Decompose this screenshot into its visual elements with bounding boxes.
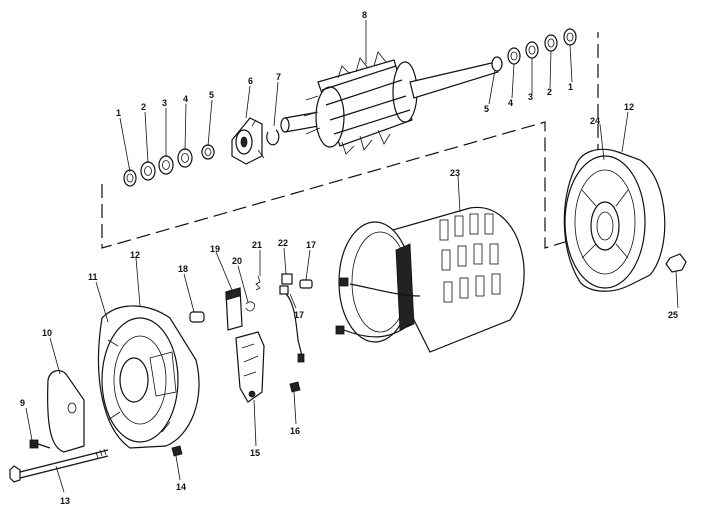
armature-part-8	[280, 51, 501, 155]
washer-4-right	[507, 47, 521, 65]
through-bolt-part-13	[9, 448, 109, 483]
nut-part-25	[665, 253, 687, 273]
switch-assembly-part-15	[235, 331, 265, 403]
callout-12-left: 12	[130, 250, 140, 260]
callout-7: 7	[276, 72, 281, 82]
wire-lead-part-17	[279, 285, 305, 363]
callout-25: 25	[668, 310, 678, 320]
washer-1-right	[563, 28, 577, 46]
callout-12-right: 12	[624, 102, 634, 112]
callout-24: 24	[590, 116, 600, 126]
washer-1-left-hole	[126, 173, 134, 183]
washer-1-right-hole	[566, 32, 574, 42]
callout-22: 22	[278, 238, 288, 248]
callout-6: 6	[248, 76, 253, 86]
callout-11: 11	[88, 272, 98, 282]
callout-2-right: 2	[547, 87, 552, 97]
washer-4-left	[177, 148, 193, 168]
part-19	[225, 287, 243, 331]
washer-4-right-hole	[510, 51, 518, 61]
retaining-ring-part-7	[266, 129, 280, 146]
washer-3-right	[525, 41, 539, 59]
screw-part-14	[171, 445, 183, 457]
callout-9: 9	[20, 398, 25, 408]
washer-2-left-hole	[144, 166, 152, 176]
callout-18: 18	[178, 264, 188, 274]
washer-3-left-hole	[162, 160, 170, 170]
callout-labels: 1 2 3 4 5 6 7 8 5 4 3 2 1 24 12 23 19 21…	[20, 10, 678, 506]
right-washer-stack	[491, 28, 577, 72]
washer-2-left	[140, 161, 156, 181]
callout-23: 23	[450, 168, 460, 178]
part-18	[189, 311, 205, 323]
washer-5-right	[491, 56, 503, 72]
connector-part-17-upper	[299, 279, 313, 289]
frame-vent-slots	[439, 213, 501, 303]
callout-1-left: 1	[116, 108, 121, 118]
governor-part-6	[231, 117, 265, 165]
washer-3-right-hole	[528, 45, 536, 55]
callout-1-right: 1	[568, 82, 573, 92]
washer-1-left	[123, 169, 137, 187]
screw-part-16	[289, 381, 301, 393]
leader-lines	[25, 20, 679, 493]
end-bell-part-24	[563, 148, 666, 292]
left-washer-stack	[123, 144, 215, 187]
callout-4-left: 4	[183, 94, 188, 104]
callout-16: 16	[290, 426, 300, 436]
washer-5-left	[201, 144, 215, 160]
end-bell-part-11	[97, 305, 200, 449]
callout-17-upper: 17	[306, 240, 316, 250]
callout-14: 14	[176, 482, 186, 492]
callout-21: 21	[252, 240, 262, 250]
washer-2-right-hole	[547, 38, 555, 48]
spring-part-21	[255, 275, 261, 291]
callout-20: 20	[232, 256, 242, 266]
callout-13: 13	[60, 496, 70, 506]
terminal-part-22	[281, 273, 293, 285]
callout-15: 15	[250, 448, 260, 458]
callout-8: 8	[362, 10, 367, 20]
callout-5-right: 5	[484, 104, 489, 114]
callout-10: 10	[42, 328, 52, 338]
washer-3-left	[158, 155, 174, 175]
part-20	[245, 301, 255, 312]
stator-frame-part-23	[335, 206, 525, 353]
callout-19: 19	[210, 244, 220, 254]
callout-3-right: 3	[528, 92, 533, 102]
callout-2-left: 2	[141, 102, 146, 112]
screw-part-9	[29, 439, 51, 449]
callout-17-lower: 17	[294, 310, 304, 320]
washer-5-left-hole	[204, 148, 212, 156]
cover-plate-part-10	[47, 370, 85, 453]
callout-5-left: 5	[209, 90, 214, 100]
washer-2-right	[544, 34, 558, 52]
washer-4-left-hole	[181, 153, 189, 163]
callout-4-right: 4	[508, 98, 513, 108]
callout-3-left: 3	[162, 98, 167, 108]
armature-group-outline	[101, 32, 599, 249]
